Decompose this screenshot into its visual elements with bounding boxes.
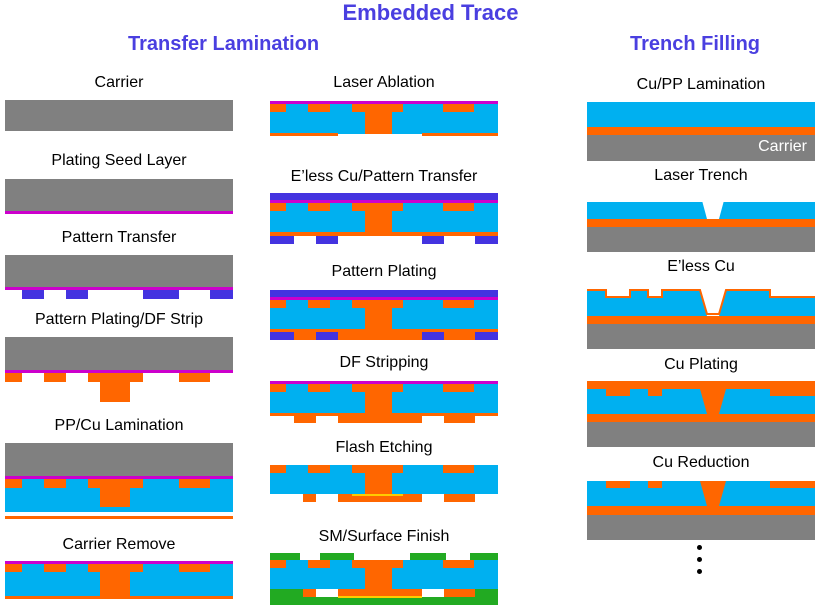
step-label-pattern-plating: Pattern Plating <box>331 263 437 280</box>
cross-section-pattern-transfer <box>5 255 233 299</box>
cross-section-eless-cu-pattern-transfer <box>270 193 498 244</box>
section-title-transfer-lamination: Transfer Lamination <box>128 33 320 55</box>
step-label-pattern-plating-df-strip: Pattern Plating/DF Strip <box>34 311 204 328</box>
section-title-trench-filling: Trench Filling <box>630 33 761 55</box>
cross-section-laser-ablation <box>270 101 498 136</box>
cross-section-sm-surface-finish <box>270 553 498 605</box>
step-label-laser-ablation: Laser Ablation <box>333 74 435 91</box>
step-label-cu-plating: Cu Plating <box>664 356 738 373</box>
cross-section-pattern-plating-df-strip <box>5 337 233 402</box>
cross-section-laser-trench <box>587 193 815 252</box>
cross-section-flash-etching <box>270 465 498 502</box>
step-label-plating-seed-layer: Plating Seed Layer <box>51 152 187 169</box>
step-label-carrier-remove: Carrier Remove <box>62 536 176 553</box>
cross-section-cu-plating <box>587 381 815 447</box>
cross-section-plating-seed-layer <box>5 179 233 214</box>
cross-section-carrier-remove <box>5 561 233 599</box>
step-label-pattern-transfer: Pattern Transfer <box>61 229 177 246</box>
carrier-layer-label: Carrier <box>758 138 807 155</box>
cross-section-pp-cu-lamination <box>5 443 233 519</box>
step-label-flash-etching: Flash Etching <box>335 439 433 456</box>
continuation-ellipsis <box>696 545 704 581</box>
cross-section-cu-reduction <box>587 481 815 540</box>
step-label-pp-cu-lamination: PP/Cu Lamination <box>54 417 184 434</box>
cross-section-pattern-plating <box>270 290 498 340</box>
cross-section-cu-pp-lamination <box>587 102 815 161</box>
step-label-laser-trench: Laser Trench <box>654 167 748 184</box>
step-label-carrier: Carrier <box>94 74 144 91</box>
step-label-eless-cu: E’less Cu <box>667 258 735 275</box>
cross-section-eless-cu <box>587 289 815 349</box>
main-title: Embedded Trace <box>342 0 519 25</box>
cross-section-carrier <box>5 100 233 131</box>
step-label-cu-reduction: Cu Reduction <box>652 454 750 471</box>
cross-section-df-stripping <box>270 381 498 423</box>
step-label-df-stripping: DF Stripping <box>339 354 429 371</box>
step-label-eless-cu-pattern-transfer: E’less Cu/Pattern Transfer <box>290 168 478 185</box>
step-label-sm-surface-finish: SM/Surface Finish <box>318 528 450 545</box>
step-label-cu-pp-lamination: Cu/PP Lamination <box>636 76 766 93</box>
